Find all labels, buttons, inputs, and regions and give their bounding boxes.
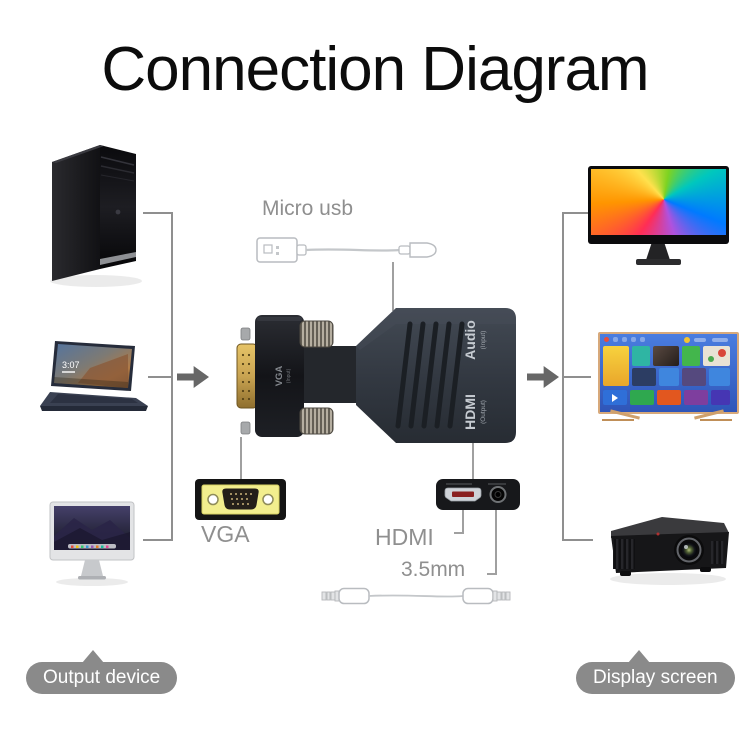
monitor-base [636,259,681,265]
tv-foot-right [700,419,732,421]
vga-connector-line [240,437,242,479]
output-device-badge: Output device [26,662,178,694]
page-title: Connection Diagram [101,35,649,104]
display-badge-pointer [628,650,650,663]
micro-usb-connector-line [392,262,394,311]
adapter-vga-sublabel: (Input) [286,368,292,383]
tv-tile [684,390,708,405]
vga-label: VGA [201,521,250,547]
tv-tile [603,390,627,405]
tv-tile [632,346,650,366]
tv-tile [682,346,700,366]
hdmi-label-line-foot [454,532,464,534]
tv-tile [711,390,730,405]
left-stub-bottom [143,539,173,541]
adapter-audio-label: Audio [462,320,478,360]
tv-tile [603,346,629,386]
hdmi-label: HDMI [375,524,434,550]
tv-tile [653,346,679,366]
right-arrow-icon [527,366,559,388]
vga-port [195,479,286,520]
hdmi-port [436,479,520,510]
adapter-vga-label: VGA [274,366,285,387]
adapter-hdmi-sublabel: (Output) [480,400,487,424]
left-stub-middle [148,376,173,378]
vga-hdmi-adapter: VGA (Input) Audio (Input) HDMI (Output) [236,308,516,443]
hdmi-connector-line [472,443,474,479]
display-screen-badge: Display screen [576,662,735,694]
desktop-pc [50,145,142,287]
tv-tile [703,346,730,366]
tv-tile [709,368,730,386]
tv-tile [659,368,679,386]
left-stub-top [143,212,173,214]
laptop: 3:07 [40,341,148,411]
tv-tile [630,390,654,405]
laptop-clock: 3:07 [62,360,80,370]
micro-usb-label: Micro usb [262,197,354,220]
imac [49,501,135,586]
tv-tile [682,368,706,386]
monitor [588,160,736,272]
tv-frame [598,332,739,414]
aux-label: 3.5mm [401,558,466,581]
right-stub-top [562,212,593,214]
monitor-screen [591,169,726,235]
right-stub-middle [562,376,591,378]
tv-foot-left [602,419,634,421]
smart-tv [598,328,739,423]
micro-usb-cable [256,237,437,263]
adapter-hdmi-label: HDMI [462,394,478,430]
tv-tile [657,390,681,405]
hdmi-label-line [462,509,464,534]
output-badge-pointer [82,650,104,663]
aux-connector-line [495,509,497,575]
projector [610,517,729,585]
aux-cable [321,587,511,605]
adapter-audio-sublabel: (Input) [480,331,487,350]
monitor-stand [646,244,670,260]
tv-tile [632,368,656,386]
right-stub-bottom [562,539,593,541]
aux-connector-line-foot [487,573,497,575]
left-arrow-icon [177,366,209,388]
